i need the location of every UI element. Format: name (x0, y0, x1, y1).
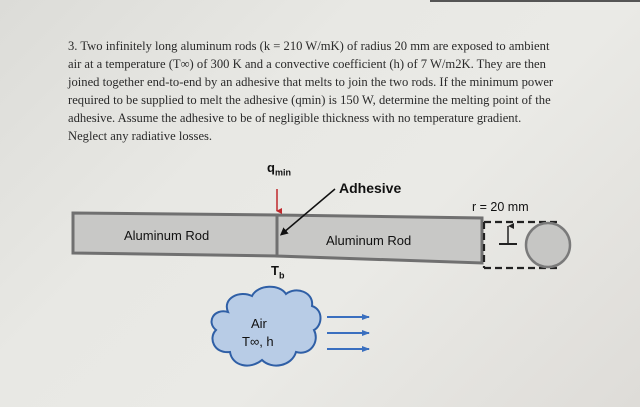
left-rod-label: Aluminum Rod (124, 228, 210, 243)
adhesive-pointer-arrow-icon (279, 188, 336, 236)
air-flow-arrows-icon (327, 314, 370, 352)
adhesive-label: Adhesive (339, 180, 402, 196)
right-rod-label: Aluminum Rod (326, 233, 412, 248)
q-subscript: min (274, 167, 291, 178)
problem-line-6: Neglect any radiative losses. (68, 129, 213, 143)
radius-label: r = 20 mm (472, 200, 529, 214)
tb-subscript: b (278, 270, 285, 281)
q-symbol: q (267, 160, 275, 175)
radius-indicator-icon (499, 223, 517, 245)
problem-line-2: air at a temperature (T∞) of 300 K and a… (68, 57, 546, 71)
rod-cross-section-circle (524, 221, 572, 269)
q-min-label: qmin (267, 160, 291, 178)
base-temperature-label: Tb (271, 263, 284, 281)
right-aluminum-rod (275, 213, 484, 265)
problem-line-1: 3. Two infinitely long aluminum rods (k … (68, 39, 550, 53)
problem-statement: 3. Two infinitely long aluminum rods (k … (68, 37, 598, 145)
screen-edge (430, 0, 640, 2)
problem-line-4: required to be supplied to melt the adhe… (68, 93, 551, 107)
air-cloud-icon (210, 285, 322, 367)
problem-line-3: joined together end-to-end by an adhesiv… (68, 75, 554, 89)
air-conditions-label: T∞, h (242, 334, 274, 349)
tb-symbol: T (271, 263, 279, 278)
problem-line-5: adhesive. Assume the adhesive to be of n… (68, 111, 522, 125)
air-label: Air (251, 316, 267, 331)
cross-section-outline (482, 220, 561, 270)
